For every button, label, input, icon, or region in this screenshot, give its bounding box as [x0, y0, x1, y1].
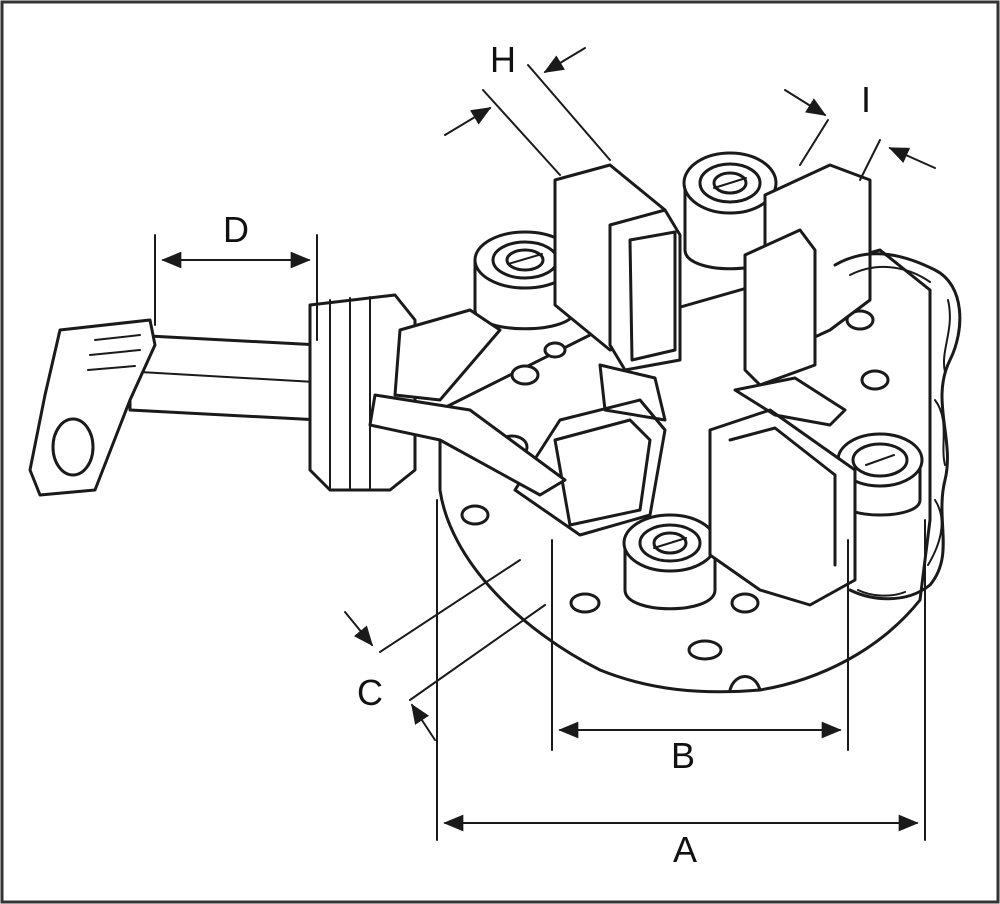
dim-c-arrow-bottom: [411, 703, 436, 741]
plate-holes: [460, 309, 890, 661]
braided-lead: [833, 252, 962, 601]
dim-h-arrow-left: [444, 107, 492, 136]
spring-post-top-center: [682, 151, 778, 271]
brush-holder-top-left: [553, 163, 682, 372]
spring-post-top-left: [473, 230, 577, 331]
brush-holder-top-right: [743, 163, 872, 387]
ext-i-right: [859, 139, 881, 181]
dim-label-a: A: [673, 829, 697, 870]
ext-i-left: [799, 119, 829, 166]
ext-h-left: [482, 89, 561, 176]
dim-label-h: H: [490, 39, 516, 80]
dim-h-arrow-right: [543, 47, 586, 73]
dim-label-i: I: [861, 79, 871, 120]
dim-i-arrow-right: [888, 147, 936, 169]
ext-c-2: [409, 604, 546, 701]
base-notch: [728, 675, 762, 692]
dim-i-arrow-left: [784, 89, 827, 116]
dim-label-c: C: [357, 672, 383, 713]
braid-strands: [849, 265, 951, 597]
dim-c-arrow-top: [344, 611, 374, 647]
spring-post-bottom: [622, 513, 718, 611]
brush-holder-bottom-right: [708, 376, 857, 607]
dim-label-d: D: [223, 209, 249, 250]
ext-h-right: [527, 64, 611, 161]
dim-label-b: B: [671, 735, 695, 776]
cable-assembly: [28, 293, 567, 497]
ext-c-1: [379, 559, 521, 653]
spring-post-right: [836, 432, 924, 517]
brush-holder-bottom-left: [513, 363, 667, 537]
